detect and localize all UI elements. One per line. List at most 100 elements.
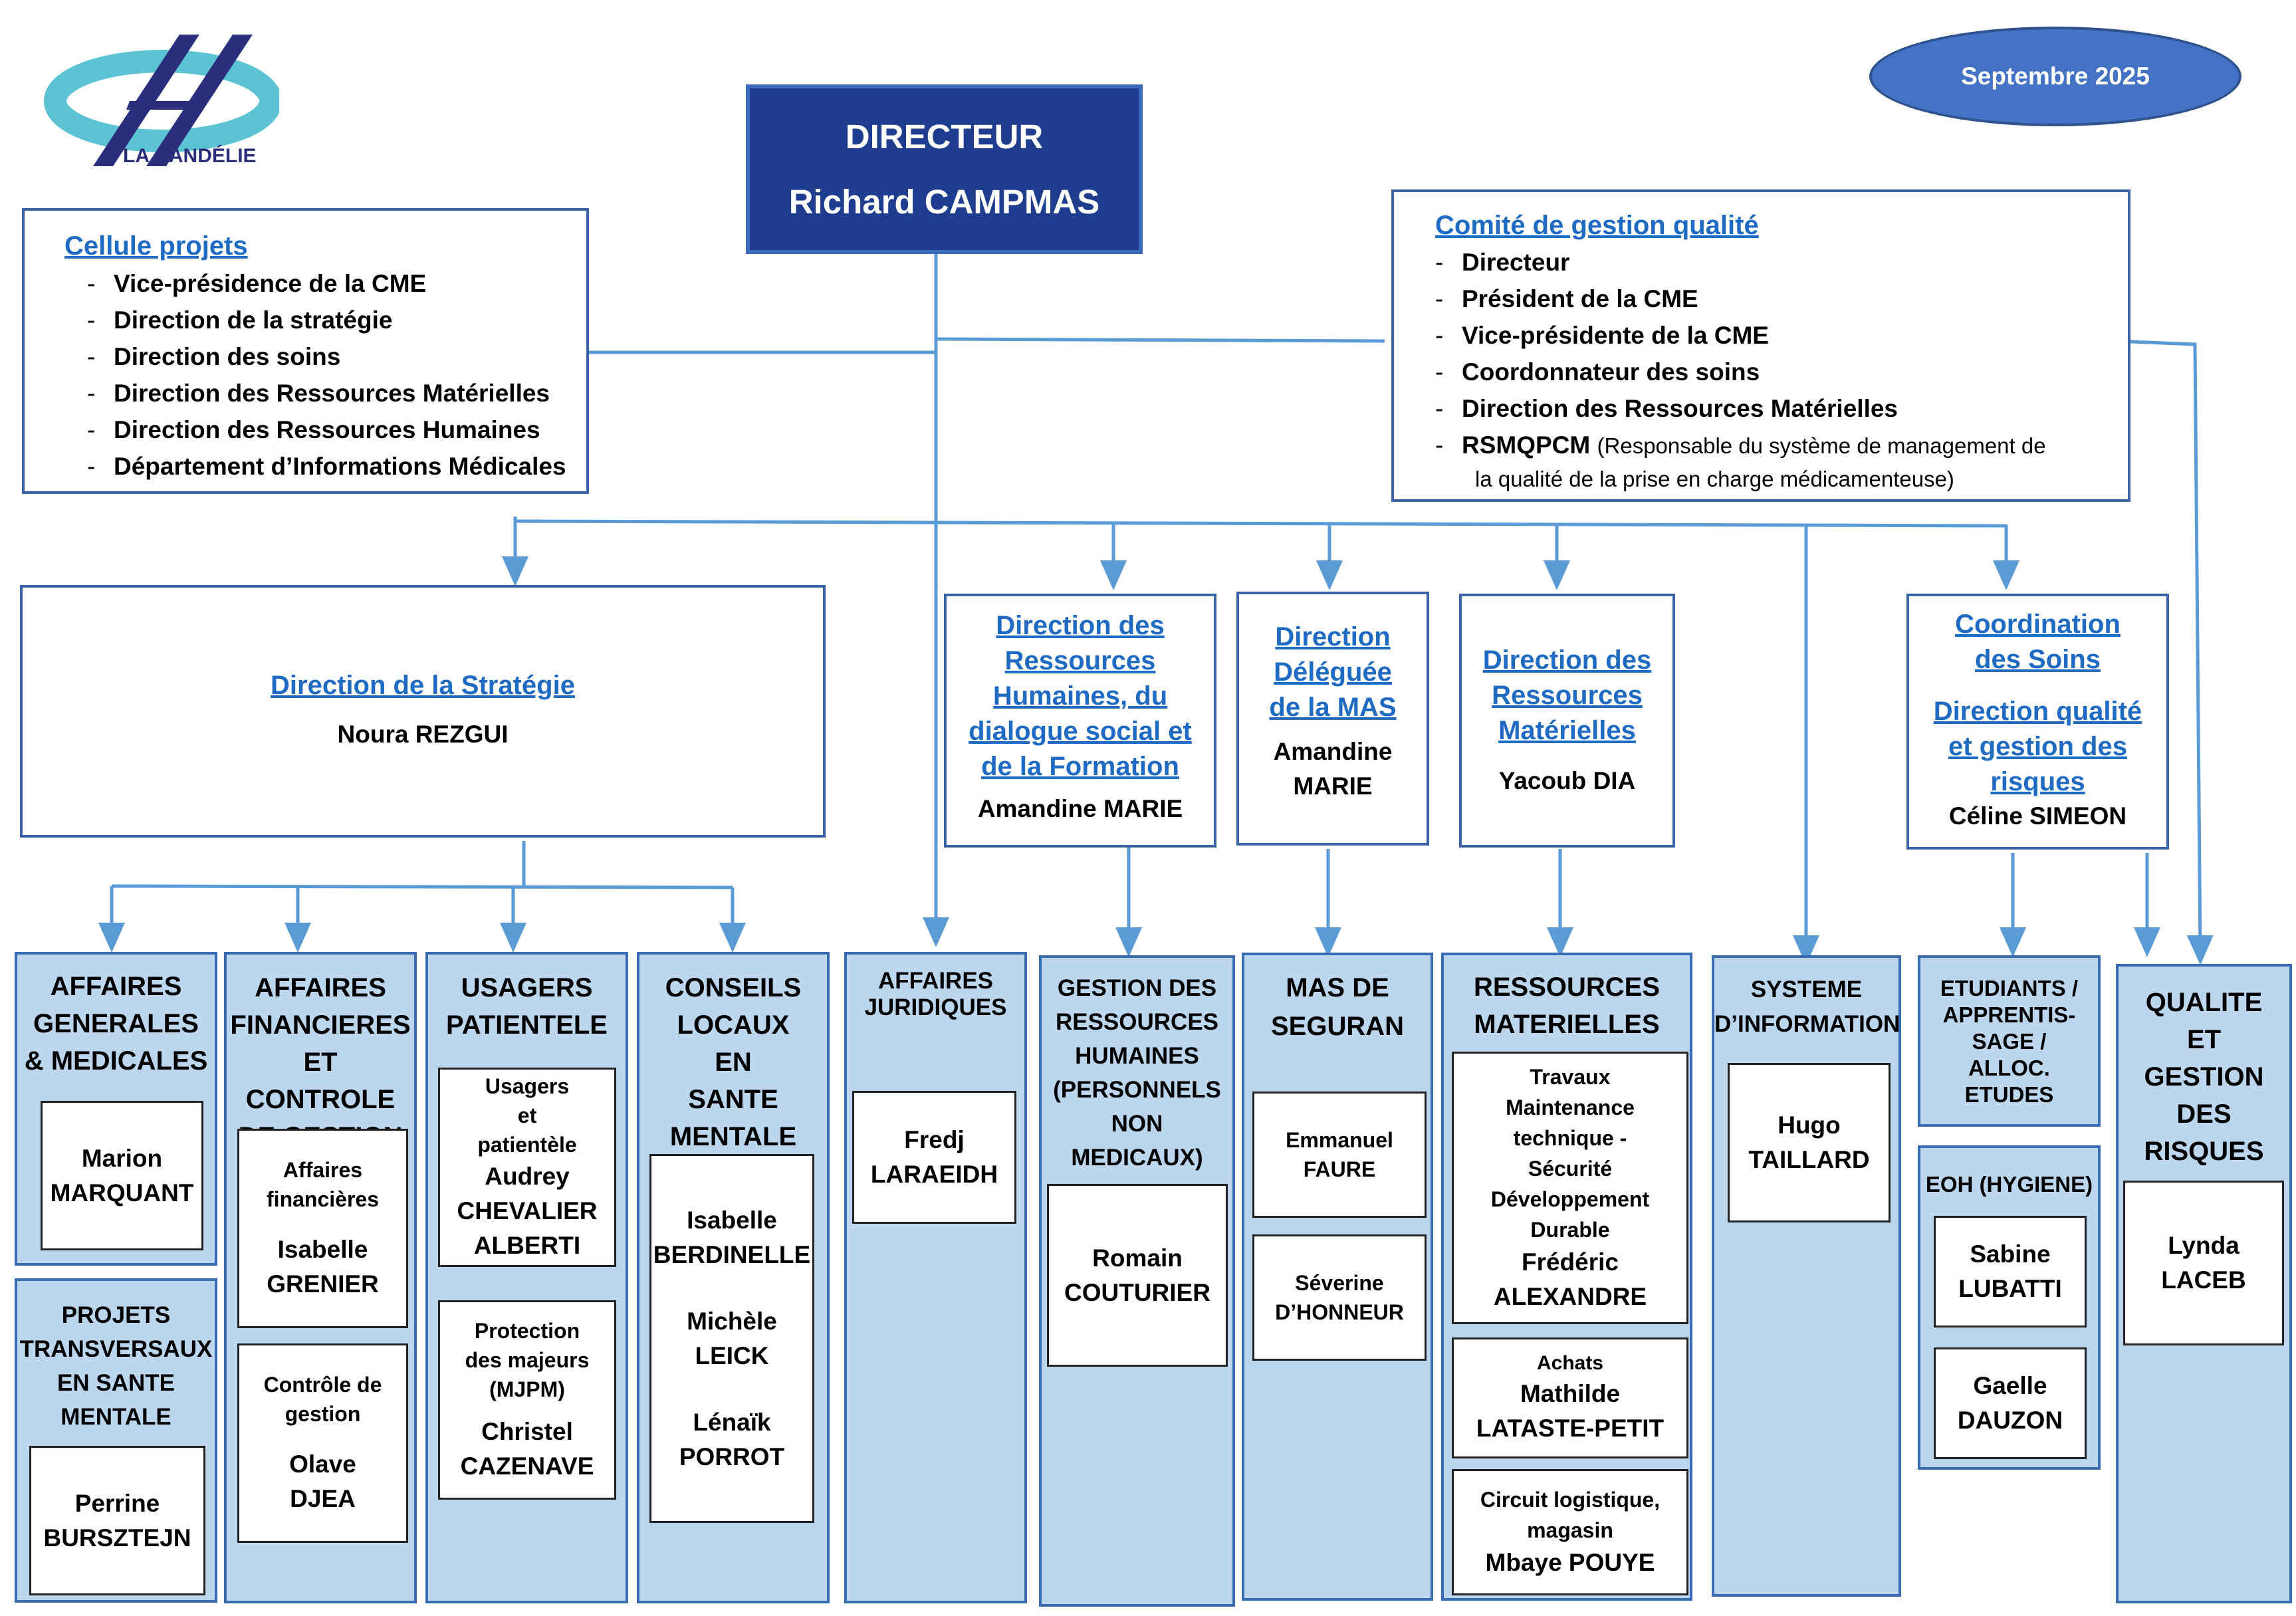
person-name: Christel CAZENAVE: [460, 1418, 594, 1480]
la-candelie-logo-icon: [44, 35, 282, 166]
affaires-generales-panel: AFFAIRES GENERALES & MEDICALES Marion MA…: [15, 952, 217, 1266]
sub-label: Travaux Maintenance technique - Sécurité…: [1490, 1065, 1650, 1242]
affaires-financieres-panel: AFFAIRES FINANCIERES ET CONTROLE DE GEST…: [224, 952, 417, 1603]
usagers-subbox: Usagers et patientèle Audrey CHEVALIER A…: [438, 1068, 616, 1267]
affaires-financieres-subbox: Affaires financières Isabelle GRENIER: [237, 1129, 408, 1328]
coordination-soins-box: Coordination des Soins Direction qualité…: [1906, 594, 2169, 850]
direction-mas-name: Amandine MARIE: [1273, 738, 1393, 800]
comite-qualite-box: Comité de gestion qualité Directeur Prés…: [1391, 189, 2130, 502]
list-item: Vice-présidence de la CME: [87, 265, 586, 302]
list-item: Coordonnateur des soins: [1435, 354, 2128, 390]
conseils-locaux-title: CONSEILS LOCAUX EN SANTE MENTALE: [665, 973, 802, 1151]
person-name: Mbaye POUYE: [1485, 1549, 1655, 1576]
mas-seguran-panel: MAS DE SEGURAN Emmanuel FAURE Séverine D…: [1242, 953, 1433, 1601]
cellule-projets-box: Cellule projets Vice-présidence de la CM…: [22, 208, 589, 494]
list-item: Direction des Ressources Matérielles: [87, 375, 586, 411]
list-item: Direction des Ressources Matérielles: [1435, 390, 2128, 427]
eoh-person-1: Sabine LUBATTI: [1934, 1216, 2087, 1327]
systeme-information-panel: SYSTEME D’INFORMATION Hugo TAILLARD: [1712, 955, 1901, 1597]
comite-qualite-title: Comité de gestion qualité: [1435, 211, 1759, 240]
sub-label: Achats: [1536, 1352, 1604, 1374]
direction-strategie-name: Noura REZGUI: [337, 721, 509, 748]
affaires-juridiques-title: AFFAIRES JURIDIQUES: [864, 968, 1007, 1020]
person-name: Audrey CHEVALIER ALBERTI: [457, 1163, 598, 1259]
systeme-information-person: Hugo TAILLARD: [1728, 1063, 1891, 1222]
circuit-logistique-subbox: Circuit logistique, magasin Mbaye POUYE: [1452, 1469, 1688, 1595]
sub-label: Usagers et patientèle: [477, 1074, 577, 1157]
direction-strategie-title: Direction de la Stratégie: [271, 671, 575, 700]
qualite-person: Lynda LACEB: [2123, 1181, 2284, 1345]
rsmqpcm-detail: (Responsable du système de management de: [1597, 433, 2046, 458]
direction-qualite-title: Direction qualité et gestion des risques: [1933, 697, 2142, 796]
conseils-locaux-persons: Isabelle BERDINELLE Michèle LEICK Lénaïk…: [649, 1154, 814, 1523]
list-item: Département d’Informations Médicales: [87, 448, 586, 485]
usagers-title: USAGERS PATIENTELE: [446, 973, 608, 1040]
person-name: Isabelle GRENIER: [267, 1236, 379, 1298]
sub-label: Contrôle de gestion: [263, 1373, 382, 1426]
list-item: Vice-présidente de la CME: [1435, 317, 2128, 354]
logo: LA CANDÉLIE: [40, 27, 282, 179]
direction-mas-box: Direction Déléguée de la MAS Amandine MA…: [1236, 592, 1429, 846]
gestion-rh-person: Romain COUTURIER: [1047, 1184, 1228, 1367]
coordination-soins-title: Coordination des Soins: [1955, 610, 2121, 674]
mas-seguran-person-2: Séverine D’HONNEUR: [1252, 1234, 1427, 1361]
ressources-materielles-panel: RESSOURCES MATERIELLES Travaux Maintenan…: [1441, 953, 1692, 1601]
direction-strategie-box: Direction de la Stratégie Noura REZGUI: [20, 585, 826, 838]
etudiants-panel: ETUDIANTS / APPRENTIS- SAGE / ALLOC. ETU…: [1918, 955, 2101, 1127]
projets-transversaux-title: PROJETS TRANSVERSAUX EN SANTE MENTALE: [19, 1302, 213, 1430]
ressources-materielles-title: RESSOURCES MATERIELLES: [1473, 973, 1661, 1039]
direction-rh-box: Direction des Ressources Humaines, du di…: [944, 594, 1216, 848]
controle-gestion-subbox: Contrôle de gestion Olave DJEA: [237, 1343, 408, 1543]
sub-label: Circuit logistique, magasin: [1480, 1488, 1661, 1542]
comite-qualite-list: Directeur Président de la CME Vice-prési…: [1435, 244, 2128, 464]
affaires-generales-person: Marion MARQUANT: [41, 1101, 203, 1250]
mas-seguran-title: MAS DE SEGURAN: [1270, 973, 1405, 1041]
etudiants-title: ETUDIANTS / APPRENTIS- SAGE / ALLOC. ETU…: [1940, 976, 2079, 1107]
travaux-maintenance-subbox: Travaux Maintenance technique - Sécurité…: [1452, 1052, 1688, 1324]
list-item: Direction des soins: [87, 338, 586, 375]
projets-transversaux-person: Perrine BURSZTEJN: [29, 1446, 205, 1595]
affaires-financieres-title: AFFAIRES FINANCIERES ET CONTROLE DE GEST…: [230, 973, 411, 1151]
date-badge: Septembre 2025: [1869, 27, 2241, 126]
cellule-projets-title: Cellule projets: [64, 231, 248, 261]
list-item: Directeur: [1435, 244, 2128, 281]
director-box: DIRECTEUR Richard CAMPMAS: [746, 84, 1143, 254]
direction-rm-title: Direction des Ressources Matérielles: [1482, 645, 1652, 745]
eoh-panel: EOH (HYGIENE) Sabine LUBATTI Gaelle DAUZ…: [1918, 1145, 2101, 1470]
achats-subbox: Achats Mathilde LATASTE-PETIT: [1452, 1337, 1688, 1458]
eoh-title: EOH (HYGIENE): [1925, 1172, 2093, 1197]
person-name: Mathilde LATASTE-PETIT: [1476, 1380, 1665, 1442]
direction-rh-title: Direction des Ressources Humaines, du di…: [969, 611, 1192, 781]
direction-mas-title: Direction Déléguée de la MAS: [1269, 622, 1397, 722]
qualite-title: QUALITE ET GESTION DES RISQUES: [2144, 988, 2264, 1166]
mas-seguran-person-1: Emmanuel FAURE: [1252, 1092, 1427, 1218]
director-title: DIRECTEUR: [845, 117, 1044, 156]
sub-label: Affaires financières: [267, 1158, 379, 1211]
usagers-panel: USAGERS PATIENTELE Usagers et patientèle…: [425, 952, 628, 1603]
direction-rm-name: Yacoub DIA: [1498, 767, 1636, 794]
coordination-soins-name: Céline SIMEON: [1948, 802, 2127, 830]
direction-rm-box: Direction des Ressources Matérielles Yac…: [1459, 594, 1675, 848]
logo-text: LA CANDÉLIE: [123, 145, 257, 167]
direction-rh-name: Amandine MARIE: [977, 795, 1183, 822]
eoh-person-2: Gaelle DAUZON: [1934, 1347, 2087, 1459]
affaires-juridiques-panel: AFFAIRES JURIDIQUES Fredj LARAEIDH: [844, 952, 1027, 1603]
list-item: Direction des Ressources Humaines: [87, 411, 586, 448]
projets-transversaux-panel: PROJETS TRANSVERSAUX EN SANTE MENTALE Pe…: [15, 1278, 217, 1603]
director-name: Richard CAMPMAS: [788, 182, 1100, 221]
protection-majeurs-subbox: Protection des majeurs (MJPM) Christel C…: [438, 1300, 616, 1500]
person-name: Olave DJEA: [289, 1450, 356, 1512]
systeme-information-title: SYSTEME D’INFORMATION: [1714, 977, 1900, 1037]
gestion-rh-title: GESTION DES RESSOURCES HUMAINES (PERSONN…: [1053, 975, 1221, 1171]
rsmqpcm-label: RSMQPCM: [1462, 431, 1591, 459]
affaires-juridiques-person: Fredj LARAEIDH: [852, 1091, 1016, 1224]
sub-label: Protection des majeurs (MJPM): [465, 1319, 590, 1401]
person-name: Frédéric ALEXANDRE: [1493, 1248, 1647, 1310]
list-item: Direction de la stratégie: [87, 302, 586, 338]
affaires-generales-title: AFFAIRES GENERALES & MEDICALES: [24, 972, 208, 1076]
cellule-projets-list: Vice-présidence de la CME Direction de l…: [87, 265, 586, 485]
rsmqpcm-detail-line2: la qualité de la prise en charge médicam…: [1475, 467, 1954, 491]
list-item: Président de la CME: [1435, 281, 2128, 317]
conseils-locaux-panel: CONSEILS LOCAUX EN SANTE MENTALE Isabell…: [637, 952, 830, 1603]
